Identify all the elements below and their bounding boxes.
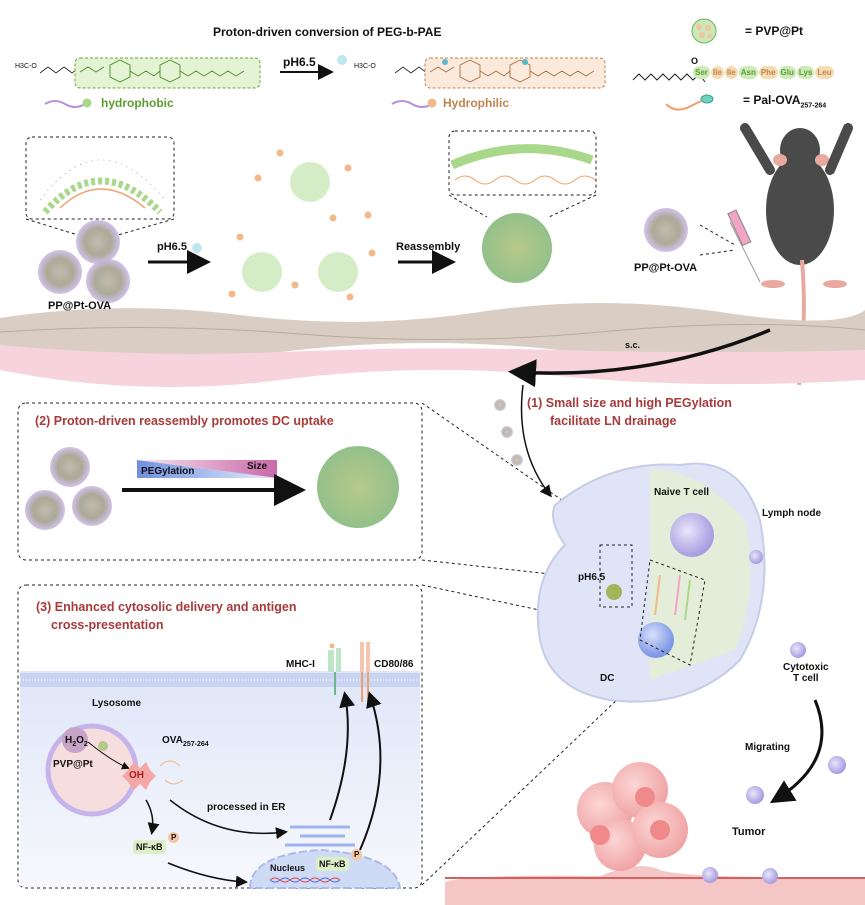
mhc-i-label: MHC-I bbox=[286, 659, 315, 670]
pvp-pt-label: PVP@Pt bbox=[53, 759, 93, 770]
panel3-title-line1: (3) Enhanced cytosolic delivery and anti… bbox=[36, 600, 297, 614]
lysosome-label: Lysosome bbox=[92, 698, 142, 709]
naive-t-cell bbox=[670, 513, 714, 557]
hydrophobic-label: hydrophobic bbox=[101, 96, 174, 110]
reassembled-particle bbox=[448, 130, 597, 283]
peptide-residue: Ile bbox=[710, 66, 724, 79]
peg-b-pae-hydrophilic-structure bbox=[391, 57, 606, 108]
cytotoxic-t-cells bbox=[702, 642, 846, 884]
peptide-residue: Asn bbox=[738, 66, 758, 79]
pal-ova-head bbox=[700, 94, 714, 104]
reassembly-label: Reassembly bbox=[396, 241, 461, 253]
polymer-formula-prefix-left: H3C-O bbox=[15, 63, 37, 70]
phospho-badge-nucleus: P bbox=[351, 849, 363, 860]
processed-in-er-label: processed in ER bbox=[207, 802, 286, 813]
blood-vessel bbox=[445, 866, 865, 905]
tumor-label: Tumor bbox=[732, 826, 766, 838]
hydrophilic-label: Hydrophilic bbox=[443, 96, 510, 110]
phospho-badge-cytoplasm: P bbox=[168, 832, 180, 843]
cell-membrane bbox=[20, 673, 420, 687]
syringe-icon bbox=[727, 209, 761, 283]
proton-icon bbox=[192, 243, 202, 253]
lymph-node-label: Lymph node bbox=[762, 508, 822, 519]
pp-pt-ova-label-left: PP@Pt-OVA bbox=[48, 300, 112, 312]
ph-label-middle: pH6.5 bbox=[157, 241, 187, 253]
pal-ova-tail bbox=[665, 100, 702, 111]
palmitoyl-chain bbox=[632, 73, 706, 83]
legend-pal-ova-text: = Pal-OVA bbox=[743, 93, 801, 107]
figure-title: Proton-driven conversion of PEG-b-PAE bbox=[213, 25, 442, 39]
pvp-pt-legend-icon bbox=[691, 18, 717, 44]
legend-pal-ova-subscript: 257-264 bbox=[800, 102, 827, 110]
nfkb-label-cytoplasm: NF-κB bbox=[133, 840, 166, 854]
peptide-residue: Leu bbox=[815, 66, 834, 79]
cytotoxic-line2: T cell bbox=[792, 673, 819, 684]
cytotoxic-line1: Cytotoxic bbox=[783, 662, 829, 673]
peptide-residue: Phe bbox=[758, 66, 778, 79]
endoplasmic-reticulum bbox=[285, 825, 355, 847]
peg-b-pae-hydrophobic-structure bbox=[39, 57, 261, 108]
naive-t-cell-label: Naive T cell bbox=[654, 487, 710, 498]
peptide-residue: Glu bbox=[778, 66, 796, 79]
mouse-illustration bbox=[740, 123, 853, 386]
pp-pt-ova-nanoparticles-left bbox=[25, 136, 175, 303]
panel2-box bbox=[17, 402, 423, 561]
h2o2-bubble bbox=[62, 727, 88, 753]
drainage-arrow bbox=[520, 384, 552, 498]
peptide-residue: Ser bbox=[693, 66, 710, 79]
dendritic-cell-nucleus bbox=[638, 622, 674, 658]
sc-label: s.c. bbox=[625, 340, 641, 350]
size-gradient bbox=[137, 460, 277, 478]
ph-label-lymph: pH6.5 bbox=[578, 572, 606, 583]
migrating-arrow bbox=[769, 699, 824, 804]
lysosome bbox=[45, 723, 139, 817]
peptide-residue: Lys bbox=[796, 66, 815, 79]
skin-layers bbox=[0, 303, 865, 388]
lymph-node bbox=[536, 462, 766, 703]
nfkb-label-nucleus: NF-κB bbox=[316, 857, 349, 871]
panel2-title: (2) Proton-driven reassembly promotes DC… bbox=[35, 414, 334, 428]
oh-radical-burst bbox=[122, 762, 156, 790]
panel2-reassembled-particle bbox=[317, 446, 399, 528]
migrating-label: Migrating bbox=[745, 742, 790, 753]
peptide-sequence: Ser Ile Ile Asn Phe Glu Lys Leu bbox=[693, 66, 834, 79]
size-label: Size bbox=[247, 461, 268, 472]
ova-label: OVA257-264 bbox=[162, 735, 209, 748]
carbonyl-oxygen: O bbox=[691, 56, 699, 66]
pegylation-label: PEGylation bbox=[141, 466, 195, 477]
panel1-title-line2: facilitate LN drainage bbox=[550, 414, 677, 428]
ova-subscript: 257-264 bbox=[182, 741, 209, 748]
polymer-formula-prefix-right: H3C-O bbox=[354, 63, 376, 70]
tumor-cluster bbox=[577, 762, 688, 871]
panel1-title-line1: (1) Small size and high PEGylation bbox=[527, 396, 732, 410]
cd80-86-label: CD80/86 bbox=[374, 659, 414, 670]
mhc-i-receptor bbox=[328, 643, 341, 695]
oh-radical-label: OH bbox=[129, 770, 144, 781]
panel3-title-line2: cross-presentation bbox=[51, 618, 164, 632]
proton-icon bbox=[337, 55, 347, 65]
nucleus-label: Nucleus bbox=[270, 863, 306, 873]
panel3-box bbox=[17, 584, 423, 889]
pp-pt-ova-particle-injection bbox=[644, 208, 688, 252]
peptide-residue: Ile bbox=[724, 66, 738, 79]
disassembled-clusters bbox=[228, 149, 376, 301]
pp-pt-ova-label-injection: PP@Pt-OVA bbox=[634, 262, 698, 274]
dc-label: DC bbox=[600, 673, 615, 684]
panel2-particles bbox=[25, 447, 112, 530]
legend-pvp-pt: = PVP@Pt bbox=[745, 24, 804, 38]
sc-injection-arrow bbox=[508, 328, 771, 388]
legend-pal-ova: = Pal-OVA257-264 bbox=[743, 93, 826, 109]
cytotoxic-t-cell-label: Cytotoxic T cell bbox=[783, 662, 829, 684]
h2o2-label: H2O2 bbox=[65, 735, 88, 748]
ph-label-top: pH6.5 bbox=[283, 55, 316, 69]
ova-text: OVA bbox=[162, 735, 183, 746]
